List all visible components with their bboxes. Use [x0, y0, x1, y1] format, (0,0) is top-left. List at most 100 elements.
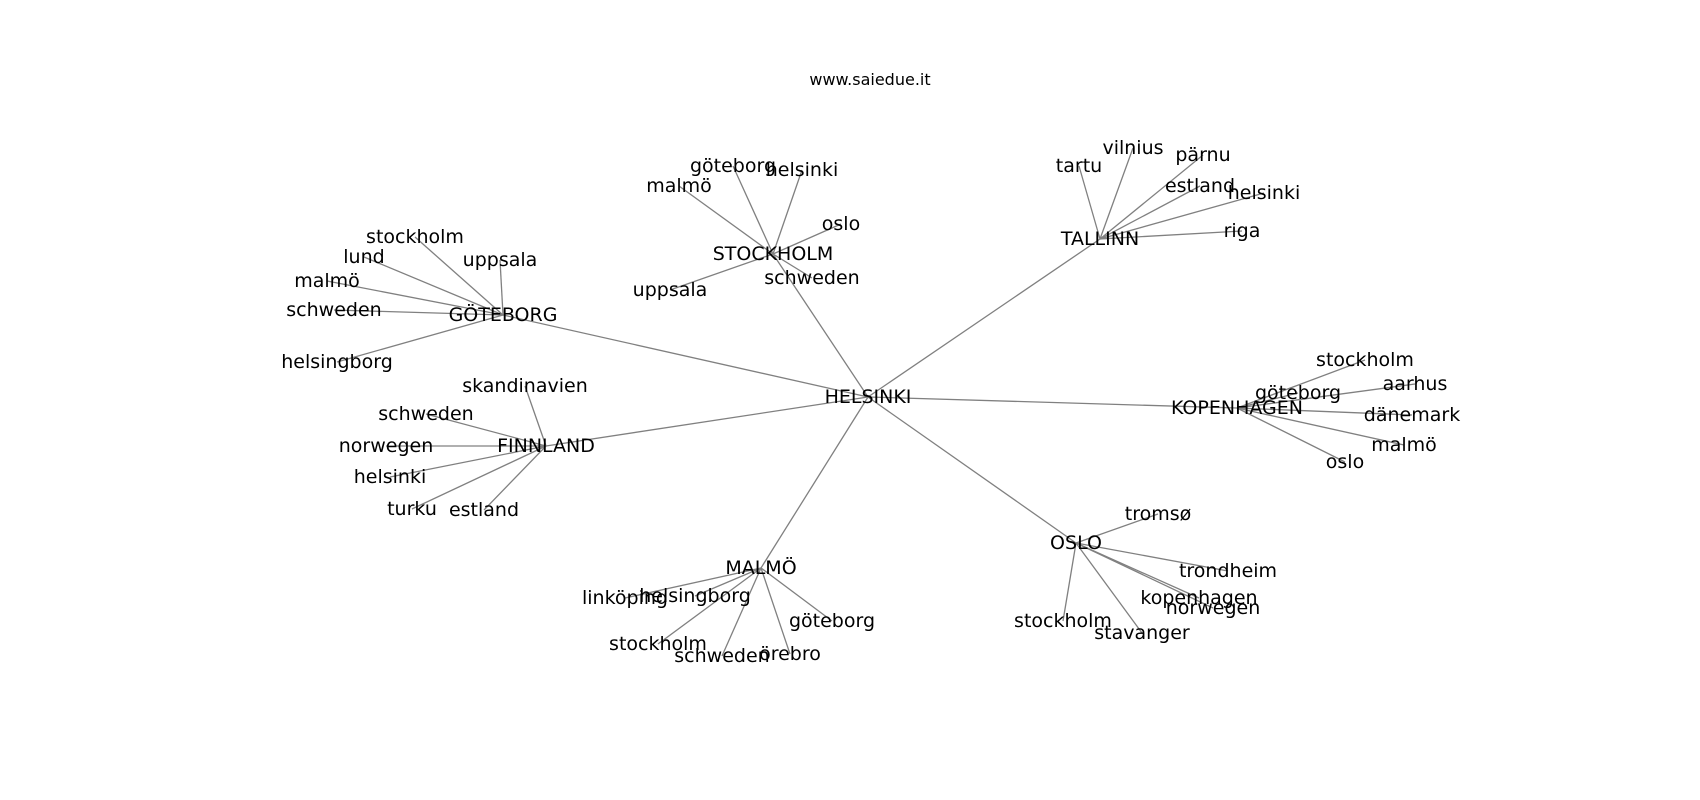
graph-labels: HELSINKIGÖTEBORGstockholmlundmalmöschwed…	[281, 137, 1460, 667]
leaf-node-label: lund	[343, 246, 384, 268]
leaf-node-label: uppsala	[463, 249, 538, 271]
leaf-node-label: norwegen	[1166, 597, 1261, 619]
edge-hub-leaf	[1075, 542, 1214, 609]
edge-hub-leaf	[389, 445, 547, 478]
leaf-node-label: stockholm	[1014, 610, 1112, 632]
hub-node-label: GÖTEBORG	[449, 303, 558, 326]
leaf-node-label: estland	[1165, 175, 1235, 197]
leaf-node-label: göteborg	[690, 155, 776, 177]
leaf-node-label: stockholm	[609, 633, 707, 655]
edge-hub-leaf	[483, 445, 547, 511]
edge-hub-leaf	[772, 169, 803, 255]
edge-hub-leaf	[414, 236, 504, 316]
leaf-node-label: norwegen	[339, 435, 434, 457]
hub-node-label: STOCKHOLM	[713, 243, 834, 265]
root-node-label: HELSINKI	[825, 386, 912, 408]
edge-root-hub	[545, 396, 869, 447]
leaf-node-label: trondheim	[1179, 560, 1277, 582]
leaf-node-label: uppsala	[633, 279, 708, 301]
edge-hub-leaf	[336, 314, 504, 363]
leaf-node-label: helsingborg	[281, 351, 393, 373]
hub-node-label: OSLO	[1050, 532, 1102, 554]
edge-hub-leaf	[624, 567, 762, 599]
edge-hub-leaf	[326, 280, 504, 316]
edge-hub-leaf	[1062, 542, 1077, 622]
leaf-node-label: oslo	[822, 213, 860, 235]
edge-hub-leaf	[1236, 383, 1416, 409]
leaf-node-label: pärnu	[1175, 144, 1230, 166]
edge-hub-leaf	[333, 309, 504, 316]
edge-hub-leaf	[1078, 165, 1101, 240]
edge-root-hub	[502, 314, 869, 398]
leaf-node-label: aarhus	[1383, 373, 1448, 395]
leaf-node-label: stockholm	[1316, 349, 1414, 371]
edge-hub-leaf	[1236, 407, 1405, 446]
edge-hub-leaf	[1099, 154, 1204, 240]
edge-hub-leaf	[669, 253, 774, 291]
leaf-node-label: örebro	[759, 643, 821, 665]
leaf-node-label: linköping	[582, 587, 668, 609]
edge-hub-leaf	[732, 165, 774, 255]
edge-hub-leaf	[1236, 407, 1413, 416]
leaf-node-label: schweden	[674, 645, 769, 667]
edge-root-hub	[760, 396, 869, 569]
edge-hub-leaf	[1075, 542, 1143, 634]
edge-hub-leaf	[1236, 359, 1366, 409]
leaf-node-label: estland	[449, 499, 519, 521]
edge-hub-leaf	[363, 256, 504, 316]
edge-hub-leaf	[1075, 513, 1159, 544]
edge-hub-leaf	[1099, 192, 1265, 240]
edge-hub-leaf	[499, 259, 504, 316]
edge-hub-leaf	[425, 413, 547, 447]
leaf-node-label: helsinki	[1228, 182, 1301, 204]
edge-hub-leaf	[1099, 147, 1134, 240]
leaf-node-label: schweden	[286, 299, 381, 321]
edge-hub-leaf	[694, 567, 762, 597]
leaf-node-label: tartu	[1056, 155, 1102, 177]
edge-hub-leaf	[760, 567, 833, 622]
leaf-node-label: schweden	[764, 267, 859, 289]
leaf-node-label: turku	[387, 498, 437, 520]
leaf-node-label: stockholm	[366, 226, 464, 248]
edge-hub-leaf	[411, 445, 547, 510]
edge-hub-leaf	[1075, 542, 1229, 572]
edge-hub-leaf	[760, 567, 791, 655]
page-title: www.saiedue.it	[809, 70, 931, 89]
edge-hub-leaf	[524, 385, 547, 447]
edge-hub-leaf	[772, 253, 813, 279]
edge-root-hub	[772, 253, 869, 398]
edge-root-hub	[867, 396, 1077, 544]
leaf-node-label: skandinavien	[462, 375, 588, 397]
hub-node-label: TALLINN	[1060, 228, 1139, 250]
leaf-node-label: schweden	[378, 403, 473, 425]
leaf-node-label: dänemark	[1364, 404, 1460, 426]
leaf-node-label: göteborg	[1255, 382, 1341, 404]
leaf-node-label: helsingborg	[639, 585, 751, 607]
edge-root-hub	[867, 238, 1101, 398]
leaf-node-label: oslo	[1326, 451, 1364, 473]
edge-hub-leaf	[1236, 407, 1346, 463]
leaf-node-label: kopenhagen	[1140, 587, 1257, 609]
leaf-node-label: malmö	[646, 175, 712, 197]
edge-hub-leaf	[1099, 185, 1201, 240]
leaf-node-label: malmö	[1371, 434, 1437, 456]
leaf-node-label: riga	[1224, 220, 1261, 242]
leaf-node-label: stavanger	[1094, 622, 1190, 644]
edge-hub-leaf	[772, 223, 842, 255]
hub-node-label: MALMÖ	[725, 556, 796, 579]
leaf-node-label: helsinki	[354, 466, 427, 488]
edge-hub-leaf	[657, 567, 762, 645]
edge-hub-leaf	[1099, 230, 1243, 240]
edge-root-hub	[867, 396, 1238, 409]
leaf-node-label: helsinki	[766, 159, 839, 181]
edge-hub-leaf	[721, 567, 762, 657]
leaf-node-label: tromsø	[1125, 503, 1192, 525]
edge-hub-leaf	[1236, 392, 1299, 409]
leaf-node-label: vilnius	[1102, 137, 1163, 159]
hub-node-label: FINNLAND	[497, 435, 595, 457]
leaf-node-label: göteborg	[789, 610, 875, 632]
graph-edges	[326, 147, 1416, 657]
leaf-node-label: malmö	[294, 270, 360, 292]
hub-node-label: KOPENHAGEN	[1171, 397, 1303, 419]
